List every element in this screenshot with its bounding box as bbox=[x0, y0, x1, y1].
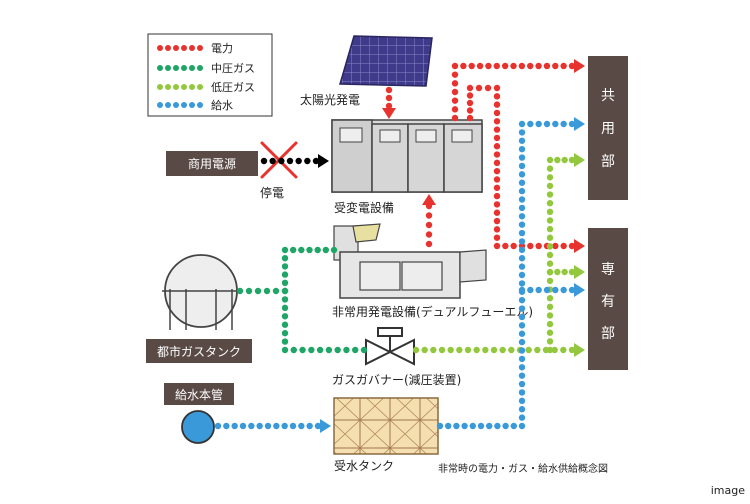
legend-power-dots bbox=[157, 45, 203, 51]
diagram-caption: 非常時の電力・ガス・給水供給概念図 bbox=[438, 462, 608, 475]
solar-label: 太陽光発電 bbox=[300, 92, 360, 107]
water-tank-label: 受水タンク bbox=[334, 459, 394, 473]
private-area-char-2: 有 bbox=[601, 294, 615, 310]
common-area-box bbox=[588, 56, 628, 200]
generator-equipment bbox=[333, 223, 487, 299]
mid-gas-to-governor-flow bbox=[281, 287, 368, 354]
low-gas-to-private-flow bbox=[412, 346, 576, 354]
water-tank bbox=[333, 397, 439, 455]
valve-icon bbox=[365, 327, 415, 366]
low-gas-to-private-arrow bbox=[574, 343, 585, 357]
low-gas-to-common-arrow bbox=[574, 153, 585, 167]
power-to-private-arrow bbox=[574, 239, 585, 253]
commercial-power-label: 商用電源 bbox=[188, 156, 236, 171]
low-gas-to-private-upper-flow bbox=[546, 268, 576, 276]
water-to-common-arrow bbox=[574, 117, 585, 131]
solar-power-arrow bbox=[382, 108, 396, 119]
legend-low-gas-dots bbox=[157, 84, 203, 90]
substation-equipment bbox=[331, 119, 483, 193]
legend-low-gas-label: 低圧ガス bbox=[211, 81, 255, 94]
common-area-char-2: 用 bbox=[601, 121, 615, 137]
substation-label: 受変電設備 bbox=[334, 200, 394, 215]
power-to-common-flow bbox=[451, 62, 576, 122]
water-to-private-arrow bbox=[574, 283, 585, 297]
legend-water-dots bbox=[157, 102, 203, 108]
spherical-tank-icon bbox=[162, 254, 240, 330]
private-area-char-3: 部 bbox=[601, 326, 615, 342]
solar-power-flow bbox=[385, 86, 393, 110]
gas-governor-label: ガスガバナー(減圧装置) bbox=[332, 372, 461, 387]
common-area-char-1: 共 bbox=[601, 88, 615, 104]
low-gas-to-common-flow bbox=[546, 156, 576, 354]
private-area-char-1: 専 bbox=[601, 262, 615, 278]
outage-label: 停電 bbox=[260, 185, 284, 200]
city-gas-tank-label: 都市ガスタンク bbox=[157, 344, 241, 359]
generator-label: 非常用発電設備(デュアルフューエル) bbox=[332, 304, 533, 319]
commercial-power-flow bbox=[260, 157, 320, 165]
mid-gas-to-generator-flow bbox=[236, 246, 338, 295]
generator-power-flow bbox=[425, 202, 433, 248]
water-to-private-flow bbox=[518, 286, 576, 294]
city-gas-tank-box bbox=[146, 339, 252, 363]
pipe-circle-icon bbox=[181, 410, 215, 444]
commercial-power-box bbox=[166, 151, 258, 176]
flow-lines bbox=[214, 59, 585, 433]
image-tag: image bbox=[711, 484, 745, 497]
legend-water-label: 給水 bbox=[211, 98, 233, 112]
low-gas-to-private-upper-arrow bbox=[574, 265, 585, 279]
legend-power-label: 電力 bbox=[211, 42, 233, 55]
water-main-to-tank-flow bbox=[214, 422, 322, 430]
water-main-label: 給水本管 bbox=[175, 387, 223, 402]
common-area-char-3: 部 bbox=[601, 154, 615, 170]
private-area-box bbox=[588, 228, 628, 370]
water-to-common-flow bbox=[436, 120, 576, 430]
legend: 電力 中圧ガス 低圧ガス 給水 bbox=[147, 33, 273, 117]
power-to-common-arrow bbox=[574, 59, 585, 73]
solar-panel-icon bbox=[339, 35, 433, 87]
water-main-box bbox=[164, 383, 234, 405]
legend-mid-gas-dots bbox=[157, 65, 203, 71]
water-main-to-tank-arrow bbox=[320, 419, 331, 433]
legend-mid-gas-label: 中圧ガス bbox=[211, 62, 255, 75]
commercial-power-arrow bbox=[318, 154, 329, 168]
generator-power-arrow bbox=[422, 194, 436, 205]
